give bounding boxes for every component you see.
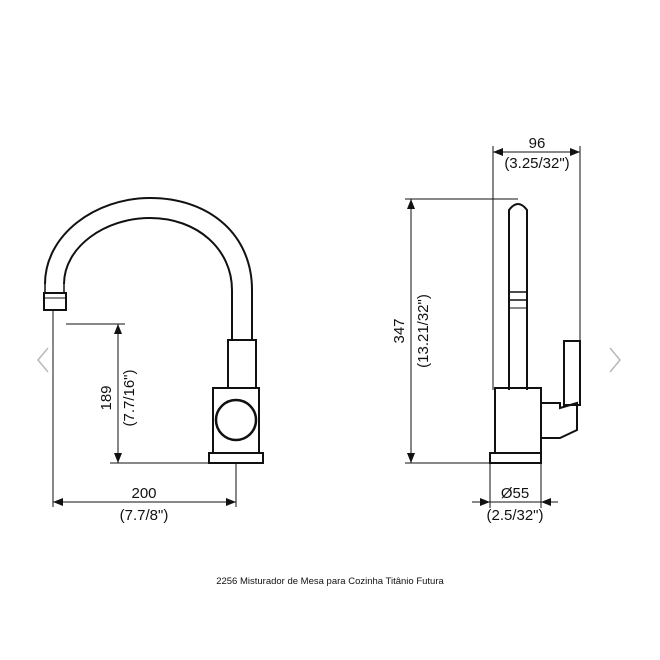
arrowhead: [226, 498, 236, 506]
aerator-band: [508, 291, 528, 301]
arrowhead: [480, 498, 490, 506]
chevron-right-icon: [609, 347, 622, 373]
dim-347-in: (13.21/32"): [415, 294, 432, 368]
side-lever: [540, 401, 578, 439]
side-body: [494, 387, 542, 454]
dim-55-in: (2.5/32"): [486, 507, 543, 524]
side-base: [489, 452, 542, 464]
dim-347-mm: 347: [391, 318, 408, 343]
chevron-left-icon: [36, 347, 49, 373]
dim-200-in: (7.7/8"): [120, 507, 169, 524]
arrowhead: [53, 498, 63, 506]
dim-96-in: (3.25/32"): [504, 155, 569, 172]
front-view: 189 (7.7/16") 200 (7.7/8"): [43, 196, 264, 524]
arrowhead: [541, 498, 551, 506]
dim-200-mm: 200: [131, 485, 156, 502]
arrowhead: [114, 324, 122, 334]
next-image-button[interactable]: [600, 340, 630, 380]
faucet-base: [208, 452, 264, 464]
faucet-body: [212, 387, 260, 454]
arrowhead: [407, 453, 415, 463]
dim-96-mm: 96: [529, 135, 546, 152]
side-handle: [563, 340, 581, 406]
prev-image-button[interactable]: [28, 340, 58, 380]
spout-column: [508, 203, 528, 390]
arrowhead: [570, 148, 580, 156]
aerator: [43, 292, 67, 311]
lever-disc: [214, 398, 258, 442]
dim-189-mm: 189: [98, 385, 115, 410]
handle-sleeve: [227, 339, 257, 389]
product-caption: 2256 Misturador de Mesa para Cozinha Tit…: [216, 576, 444, 587]
spout-outer: [44, 196, 253, 340]
dim-189-in: (7.7/16"): [121, 369, 138, 426]
side-view: 96 (3.25/32") 347 (13.21/32") Ø55 (2.5/3…: [391, 135, 581, 524]
arrowhead: [407, 199, 415, 209]
arrowhead: [493, 148, 503, 156]
dim-55-mm: Ø55: [501, 485, 529, 502]
arrowhead: [114, 453, 122, 463]
spout-inner: [63, 216, 233, 340]
